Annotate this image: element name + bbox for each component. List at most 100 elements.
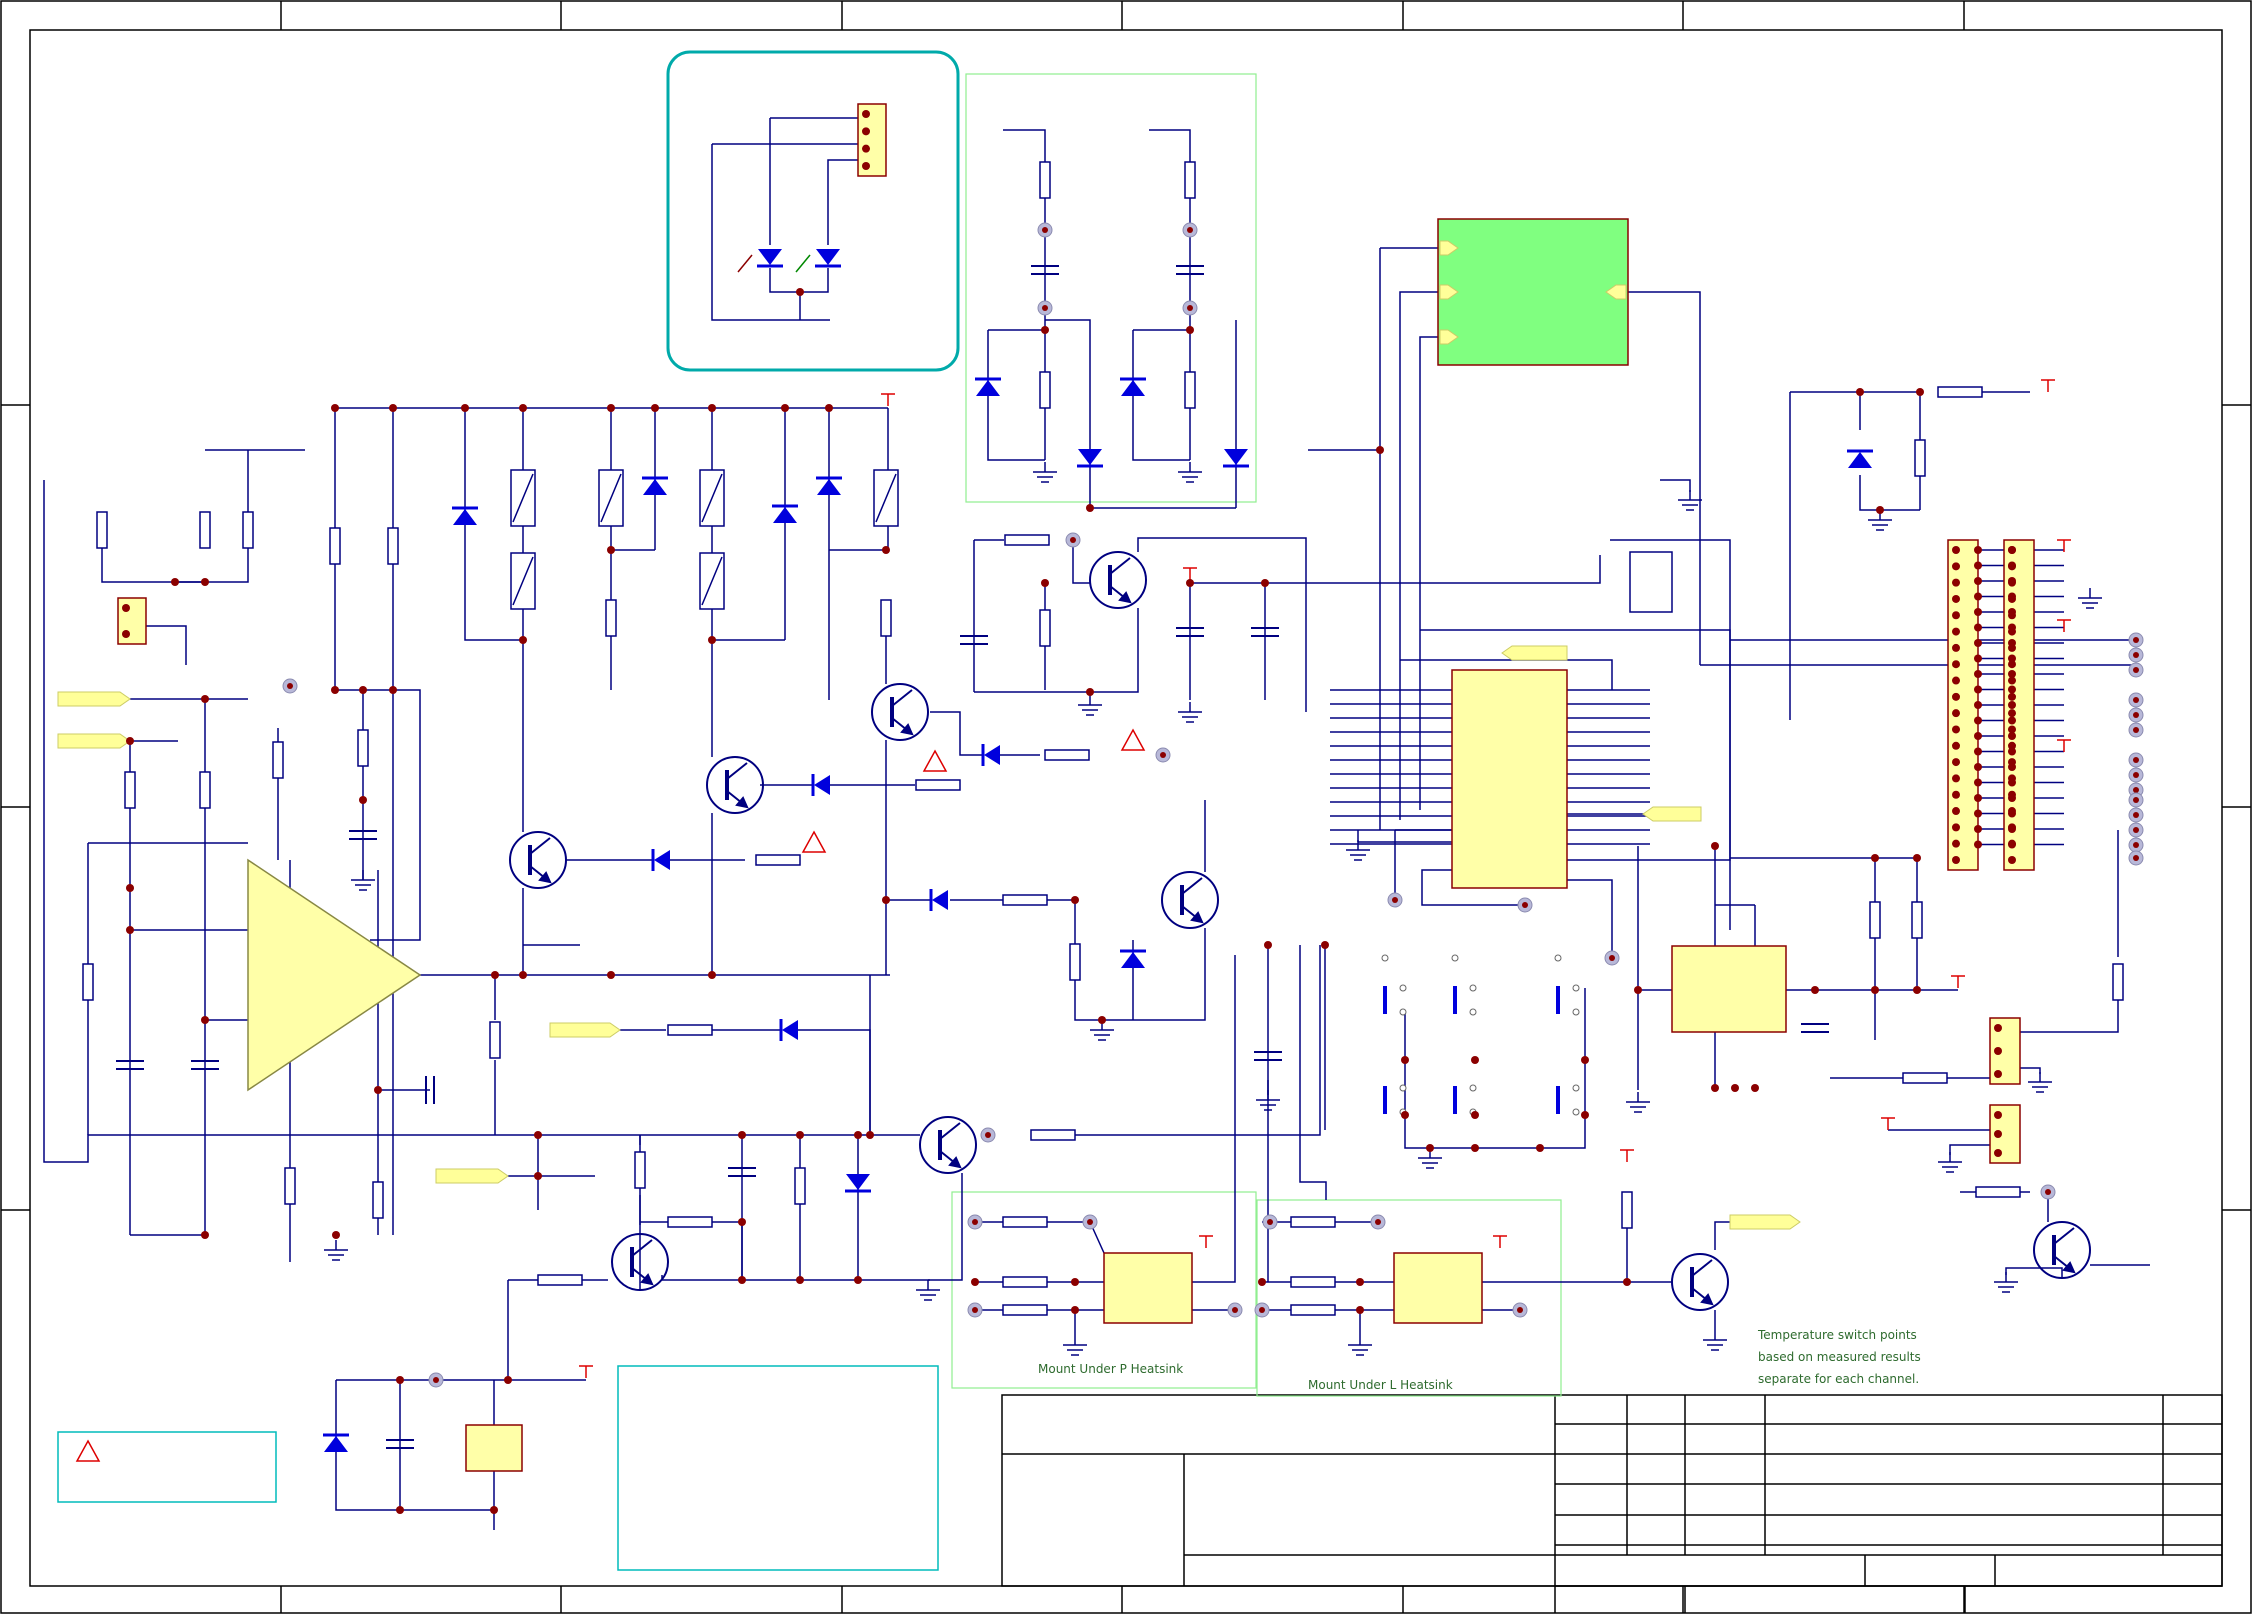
- test-point: [1262, 1214, 1278, 1230]
- test-point: [1254, 1302, 1270, 1318]
- resistor: [1002, 1304, 1048, 1316]
- junction-dot: [796, 1276, 804, 1284]
- resistor: [1290, 1304, 1336, 1316]
- junction-dot: [491, 971, 499, 979]
- junction-dot: [738, 1218, 746, 1226]
- junction-dot: [1186, 326, 1194, 334]
- capacitor: [191, 1060, 219, 1070]
- diode: [651, 849, 670, 871]
- resistor: [1937, 386, 1983, 398]
- net-label: [57, 733, 131, 749]
- net-label: [549, 1022, 621, 1038]
- transistor-icon: [509, 831, 567, 889]
- crystal: [1629, 551, 1673, 613]
- junction-dot: [2008, 592, 2016, 601]
- junction-dot: [607, 971, 615, 979]
- junction-dot: [201, 1231, 209, 1239]
- diode: [981, 744, 1000, 766]
- junction-dot: [519, 636, 527, 644]
- junction-dot: [854, 1131, 862, 1139]
- junction-dot: [2008, 741, 2016, 750]
- junction-dot: [1952, 758, 1960, 767]
- resistor: [1184, 371, 1196, 409]
- net-label: [1642, 806, 1702, 822]
- junction-dot: [2008, 840, 2016, 849]
- controller-ic: [1451, 669, 1568, 889]
- junction-dot: [1952, 807, 1960, 816]
- junction-dot: [2008, 809, 2016, 818]
- capacitor: [1176, 265, 1204, 275]
- ground-icon: [324, 1240, 348, 1261]
- heatsink-l-frame: [1256, 1199, 1562, 1397]
- resistor: [199, 511, 211, 549]
- junction-dot: [738, 1276, 746, 1284]
- diode: [642, 476, 668, 495]
- junction-dot: [1356, 1278, 1364, 1286]
- junction-dot: [1264, 941, 1272, 949]
- ground-icon: [351, 870, 375, 891]
- capacitor: [1251, 627, 1279, 637]
- junction-dot: [1974, 809, 1982, 818]
- junction-dot: [1974, 763, 1982, 771]
- net-label: [1439, 240, 1459, 256]
- resistor: [124, 771, 136, 809]
- junction-dot: [1711, 1084, 1719, 1092]
- net-label: [435, 1168, 509, 1184]
- junction-dot: [825, 404, 833, 412]
- junction-dot: [1356, 1306, 1364, 1314]
- junction-dot: [2008, 676, 2016, 685]
- transistor-icon: [2033, 1221, 2091, 1279]
- junction-dot: [331, 404, 339, 412]
- junction-dot: [1751, 1084, 1759, 1092]
- junction-dot: [2008, 660, 2016, 669]
- diode: [815, 249, 841, 268]
- junction-dot: [504, 1376, 512, 1384]
- junction-dot: [1913, 986, 1921, 994]
- junction-dot: [1871, 854, 1879, 862]
- net-label: [1501, 645, 1568, 661]
- junction-dot: [1994, 1130, 2002, 1138]
- junction-dot: [607, 546, 615, 554]
- test-point: [2128, 692, 2144, 708]
- resistor: [96, 511, 108, 549]
- ground-icon: [1348, 1335, 1372, 1356]
- junction-dot: [607, 404, 615, 412]
- resistor: [489, 1021, 501, 1059]
- test-point: [2128, 647, 2144, 663]
- junction-dot: [1994, 1047, 2002, 1055]
- junction-dot: [1974, 546, 1982, 554]
- junction-dot: [1994, 1149, 2002, 1157]
- resistor: [1030, 1129, 1076, 1141]
- transistor-icon: [1671, 1253, 1729, 1311]
- test-point: [1182, 300, 1198, 316]
- junction-dot: [866, 1131, 874, 1139]
- heatsink-p-caption: Mount Under P Heatsink: [1038, 1362, 1184, 1376]
- junction-dot: [1634, 986, 1642, 994]
- resistor: [2112, 963, 2124, 1001]
- test-point: [2128, 722, 2144, 738]
- junction-dot: [1974, 608, 1982, 616]
- ground-icon: [1063, 1335, 1087, 1356]
- capacitor: [386, 1439, 414, 1449]
- junction-dot: [1321, 941, 1329, 949]
- resistor: [329, 527, 341, 565]
- transistor-icon: [1089, 551, 1147, 609]
- junction-dot: [2008, 692, 2016, 701]
- test-point: [2128, 752, 2144, 768]
- junction-dot: [1952, 643, 1960, 652]
- power-rail-icon: [2057, 739, 2071, 752]
- ground-icon: [916, 1280, 940, 1301]
- resistor: [1975, 1186, 2021, 1198]
- junction-dot: [2008, 685, 2016, 694]
- resistor: [1911, 901, 1923, 939]
- resistor: [1002, 1276, 1048, 1288]
- resistor: [1039, 161, 1051, 199]
- test-point: [2128, 807, 2144, 823]
- junction-dot: [1994, 1111, 2002, 1119]
- junction-dot: [1916, 388, 1924, 396]
- junction-dot: [1974, 639, 1982, 647]
- junction-dot: [1426, 1144, 1434, 1152]
- junction-dot: [1974, 577, 1982, 585]
- junction-dot: [1952, 823, 1960, 832]
- junction-dot: [2008, 725, 2016, 734]
